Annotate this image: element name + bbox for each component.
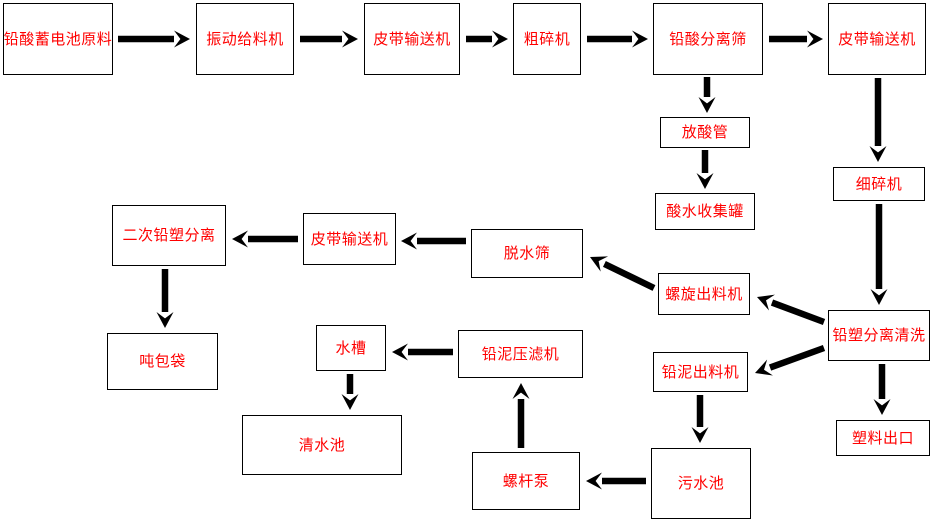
node-label-spiral_discharger: 螺旋出料机 bbox=[665, 284, 743, 303]
node-label-dewatering_screen: 脱水筛 bbox=[503, 244, 551, 263]
node-coarse_crusher[interactable]: 粗碎机 bbox=[513, 3, 581, 75]
node-lead_plastic_wash[interactable]: 铅塑分离清洗 bbox=[828, 310, 930, 361]
arrow-a-raw-to-feeder bbox=[118, 30, 190, 48]
arrow-a-sewage-to-pump bbox=[586, 472, 646, 490]
arrow-a-crusher-to-acidsep bbox=[587, 30, 648, 48]
arrow-a-spiral-to-dewater bbox=[590, 256, 656, 291]
node-label-acid_separator: 铅酸分离筛 bbox=[669, 29, 747, 48]
node-acid_tank[interactable]: 酸水收集罐 bbox=[655, 193, 755, 230]
arrow-a-drainpipe-to-tank bbox=[696, 150, 714, 189]
arrow-a-leadmud-to-sewage bbox=[691, 395, 709, 443]
node-label-plastic_outlet: 塑料出口 bbox=[851, 428, 914, 447]
node-spiral_discharger[interactable]: 螺旋出料机 bbox=[658, 273, 750, 315]
node-label-ton_bag: 吨包袋 bbox=[139, 352, 186, 371]
node-water_tank[interactable]: 水槽 bbox=[316, 325, 386, 371]
node-label-belt_conveyor_1: 皮带输送机 bbox=[373, 29, 451, 48]
node-label-screw_pump: 螺杆泵 bbox=[502, 471, 550, 490]
arrow-a-wash-to-plastic bbox=[873, 364, 891, 415]
node-screw_pump[interactable]: 螺杆泵 bbox=[472, 452, 580, 510]
arrow-a-belt2-to-finecrusher bbox=[869, 78, 887, 162]
node-label-belt_conveyor_2: 皮带输送机 bbox=[838, 29, 916, 48]
node-belt_conveyor_1[interactable]: 皮带输送机 bbox=[364, 3, 460, 75]
node-lead_mud_discharger[interactable]: 铅泥出料机 bbox=[653, 352, 748, 392]
node-label-vibrating_feeder: 振动给料机 bbox=[206, 29, 284, 48]
node-acid_drain_pipe[interactable]: 放酸管 bbox=[660, 117, 750, 148]
node-label-filter_press: 铅泥压滤机 bbox=[481, 344, 560, 363]
node-label-second_separation: 二次铅塑分离 bbox=[122, 226, 216, 245]
arrow-a-secondsep-to-tonbag bbox=[156, 269, 174, 328]
node-acid_separator[interactable]: 铅酸分离筛 bbox=[653, 3, 763, 75]
arrow-a-wash-to-spiral bbox=[757, 294, 826, 326]
node-label-water_tank: 水槽 bbox=[335, 338, 367, 357]
node-vibrating_feeder[interactable]: 振动给料机 bbox=[196, 3, 294, 75]
node-fine_crusher[interactable]: 细碎机 bbox=[833, 167, 925, 201]
node-label-raw_material: 铅酸蓄电池原料 bbox=[3, 29, 113, 48]
arrow-a-pump-to-filterpress bbox=[512, 383, 530, 448]
node-belt_conveyor_3[interactable]: 皮带输送机 bbox=[303, 213, 396, 265]
node-label-lead_mud_discharger: 铅泥出料机 bbox=[661, 362, 740, 381]
arrow-a-acidsep-to-drainpipe bbox=[698, 77, 716, 113]
node-label-lead_plastic_wash: 铅塑分离清洗 bbox=[832, 326, 926, 345]
node-label-acid_drain_pipe: 放酸管 bbox=[681, 123, 729, 142]
node-sewage_pool[interactable]: 污水池 bbox=[651, 448, 751, 519]
node-label-coarse_crusher: 粗碎机 bbox=[523, 29, 571, 48]
node-raw_material[interactable]: 铅酸蓄电池原料 bbox=[3, 3, 113, 75]
arrow-a-finecrusher-to-wash bbox=[870, 204, 888, 305]
arrow-a-filterpress-to-watertank bbox=[392, 343, 453, 361]
node-plastic_outlet[interactable]: 塑料出口 bbox=[836, 420, 930, 456]
arrow-a-watertank-to-clearpool bbox=[341, 374, 359, 410]
node-ton_bag[interactable]: 吨包袋 bbox=[107, 333, 218, 390]
arrow-a-dewater-to-belt3 bbox=[401, 232, 466, 250]
arrow-a-acidsep-to-belt2 bbox=[769, 30, 823, 48]
arrow-a-belt1-to-crusher bbox=[466, 30, 508, 48]
node-label-belt_conveyor_3: 皮带输送机 bbox=[310, 229, 389, 248]
arrow-a-wash-to-leadmud bbox=[755, 344, 826, 376]
node-belt_conveyor_2[interactable]: 皮带输送机 bbox=[828, 3, 926, 75]
node-label-fine_crusher: 细碎机 bbox=[855, 174, 903, 193]
node-filter_press[interactable]: 铅泥压滤机 bbox=[458, 330, 583, 378]
node-label-sewage_pool: 污水池 bbox=[677, 474, 725, 493]
node-clear_water_pool[interactable]: 清水池 bbox=[242, 415, 402, 475]
node-label-acid_tank: 酸水收集罐 bbox=[666, 202, 744, 221]
node-dewatering_screen[interactable]: 脱水筛 bbox=[471, 229, 583, 278]
node-label-clear_water_pool: 清水池 bbox=[298, 435, 346, 454]
arrow-a-belt3-to-secondsep bbox=[232, 230, 298, 248]
arrow-a-feeder-to-belt1 bbox=[300, 30, 358, 48]
node-second_separation[interactable]: 二次铅塑分离 bbox=[112, 205, 226, 266]
